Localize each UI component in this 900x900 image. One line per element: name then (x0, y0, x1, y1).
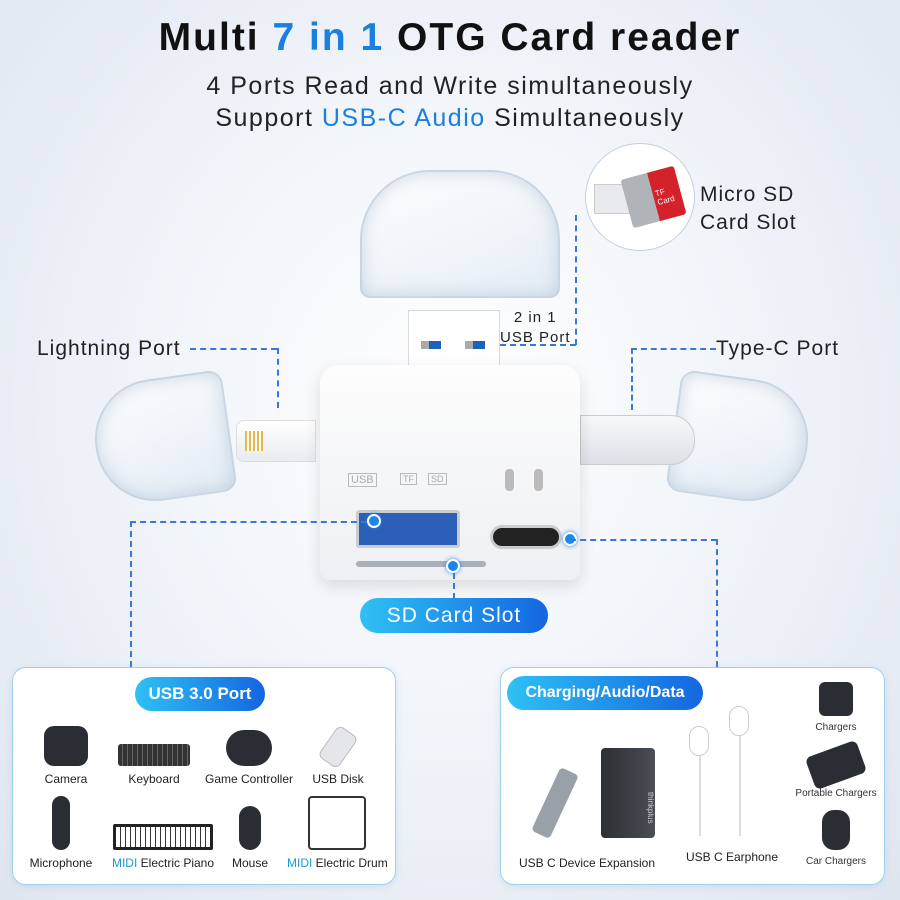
usb-c-expansion-item: thinkplus USB C Device Expansion (505, 746, 669, 870)
mouse-item: Mouse (225, 796, 275, 870)
usb-disk-item: USB Disk (305, 724, 371, 786)
charging-panel-title: Charging/Audio/Data (507, 676, 703, 710)
usb-panel-title: USB 3.0 Port (135, 677, 265, 711)
usb-c-earphone-item: USB C Earphone (677, 704, 787, 864)
game-controller-item: Game Controller (201, 726, 297, 786)
chargers-item: Chargers (791, 682, 881, 733)
mouse-icon (239, 806, 261, 850)
usb-port-label: 2 in 1 USB Port (500, 308, 571, 348)
sd-slot[interactable] (356, 561, 486, 567)
microphone-icon (52, 796, 70, 850)
usb-port-panel: USB 3.0 Port Camera Keyboard Game Contro… (12, 667, 396, 885)
usb-port-label-2: USB Port (500, 329, 571, 346)
game-controller-icon (226, 730, 272, 766)
page-title: Multi 7 in 1 OTG Card reader (158, 16, 742, 59)
car-chargers-item: Car Chargers (791, 810, 881, 867)
micro-sd-label-2: Card Slot (700, 211, 797, 234)
usb-a-marker (367, 514, 381, 528)
midi-piano-item: MIDI Electric Piano (107, 796, 219, 870)
earphone-icon (677, 704, 787, 836)
power-bank-icon (804, 739, 868, 791)
piano-icon (113, 824, 213, 850)
usb-mark: USB (348, 473, 377, 487)
usb-port-label-1: 2 in 1 (513, 309, 557, 326)
camera-icon (44, 726, 88, 766)
subtitle-line-1: 4 Ports Read and Write simultaneously (206, 72, 694, 100)
camera-item: Camera (35, 726, 97, 786)
lightning-connector (236, 420, 316, 462)
lightning-port-label: Lightning Port (37, 337, 181, 360)
micro-sd-inset: TF Card (585, 143, 695, 251)
drum-icon (308, 796, 366, 850)
type-c-connector (580, 415, 695, 465)
tf-card: TF Card (620, 165, 687, 229)
left-cap (87, 369, 238, 509)
usb-c-port[interactable] (490, 525, 562, 549)
portable-chargers-item: Portable Chargers (791, 739, 881, 799)
subtitle-line-2: Support USB-C Audio Simultaneously (215, 104, 685, 132)
sd-mark: SD (428, 473, 447, 485)
led-indicator (505, 469, 514, 491)
keyboard-icon (118, 744, 190, 766)
usb-plug (408, 310, 500, 372)
midi-drum-item: MIDI Electric Drum (287, 796, 388, 870)
microphone-item: Microphone (27, 796, 95, 870)
top-cap (360, 170, 560, 298)
car-charger-icon (822, 810, 850, 850)
charger-icon (819, 682, 853, 716)
usb-disk-icon (317, 724, 359, 770)
ssd-icon: thinkplus (601, 748, 655, 838)
card-reader-body: USB TF SD (320, 365, 580, 580)
tf-mark: TF (400, 473, 417, 485)
type-c-port-label: Type-C Port (716, 337, 840, 360)
keyboard-item: Keyboard (113, 726, 195, 786)
sd-marker (446, 559, 460, 573)
charging-panel: Charging/Audio/Data thinkplus USB C Devi… (500, 667, 885, 885)
sd-card-slot-label: SD Card Slot (360, 598, 548, 633)
led-indicator (534, 469, 543, 491)
usb-hub-icon (531, 767, 579, 839)
micro-sd-label: Micro SD (700, 183, 795, 206)
